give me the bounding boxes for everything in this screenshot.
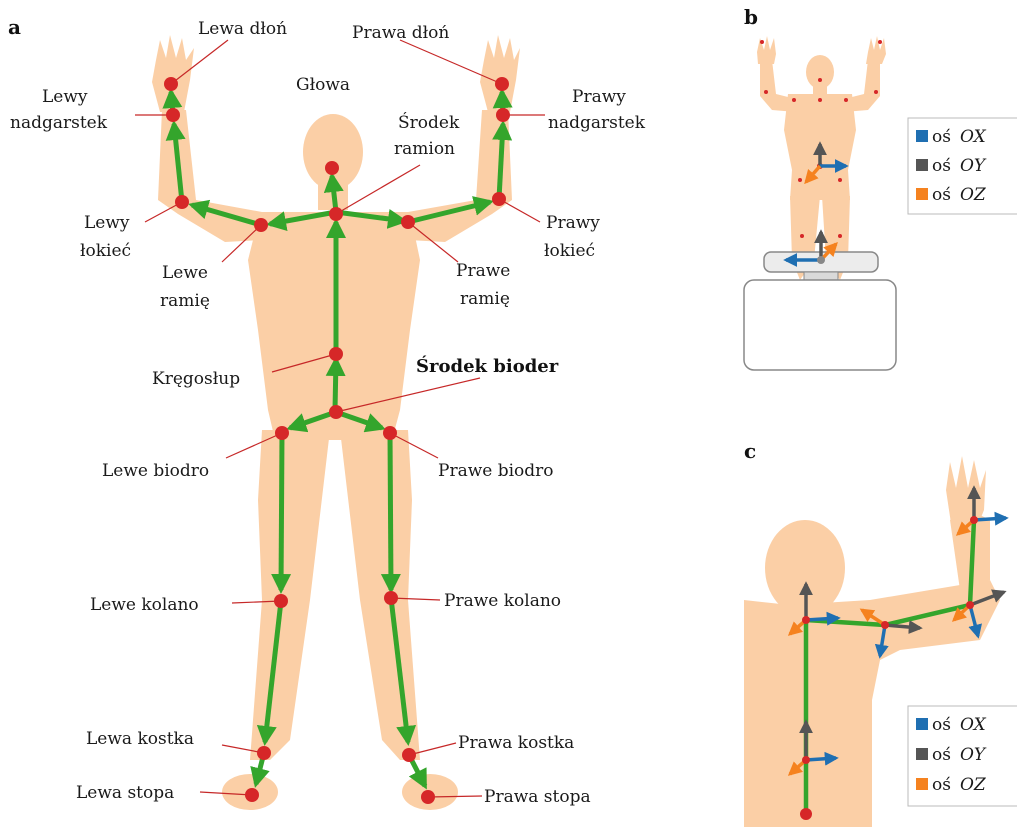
joint-prawe-kolano xyxy=(384,591,398,605)
legend-b-oy-prefix: oś xyxy=(932,156,951,176)
label-lewe-kolano: Lewe kolano xyxy=(90,595,199,615)
panel-c-label: c xyxy=(744,439,756,463)
label-lewa-dlon: Lewa dłoń xyxy=(198,19,287,39)
label-lewy-lokiec-1: Lewy xyxy=(84,213,130,233)
joint-lewy-nadgarstek xyxy=(166,108,180,122)
joint-srodek-ramion xyxy=(329,207,343,221)
joint-lewa-stopa xyxy=(245,788,259,802)
label-lewe-biodro: Lewe biodro xyxy=(102,461,209,481)
legend-b: oś OX oś OY oś OZ xyxy=(908,118,1017,214)
label-lewy-nadgarstek-2: nadgarstek xyxy=(10,113,108,133)
legend-b-ox-prefix: oś xyxy=(932,127,951,147)
legend-c-oy-prefix: oś xyxy=(932,745,951,765)
label-prawe-kolano: Prawe kolano xyxy=(444,591,561,611)
joint-glowa xyxy=(325,161,339,175)
legend-b-oy-swatch xyxy=(916,159,928,171)
label-lewa-kostka: Lewa kostka xyxy=(86,729,194,749)
label-srodek-ramion-1: Środek xyxy=(398,112,460,133)
label-prawe-ramie-2: ramię xyxy=(460,289,510,309)
legend-c-oz-prefix: oś xyxy=(932,775,951,795)
sensor-device-b xyxy=(744,252,896,370)
joint-prawa-dlon xyxy=(495,77,509,91)
label-prawa-dlon: Prawa dłoń xyxy=(352,23,449,43)
label-srodek-ramion-2: ramion xyxy=(394,139,455,159)
legend-b-oy: OY xyxy=(960,156,987,176)
joint-kregoslup xyxy=(329,347,343,361)
label-prawy-lokiec-1: Prawy xyxy=(546,213,600,233)
legend-c-oy: OY xyxy=(960,745,987,765)
label-prawy-nadgarstek-2: nadgarstek xyxy=(548,113,646,133)
legend-c: oś OX oś OY oś OZ xyxy=(908,706,1017,806)
joint-prawy-nadgarstek xyxy=(496,108,510,122)
joint-prawe-ramie xyxy=(401,215,415,229)
legend-c-ox-swatch xyxy=(916,718,928,730)
joint-prawa-stopa xyxy=(421,790,435,804)
joint-prawy-lokiec xyxy=(492,192,506,206)
legend-c-oy-swatch xyxy=(916,748,928,760)
label-prawy-nadgarstek-1: Prawy xyxy=(572,87,626,107)
label-lewe-ramie-2: ramię xyxy=(160,291,210,311)
label-lewy-lokiec-2: łokieć xyxy=(80,241,131,261)
panel-b-label: b xyxy=(744,5,758,29)
body-silhouette-a xyxy=(152,35,520,810)
label-lewa-stopa: Lewa stopa xyxy=(76,783,174,803)
legend-b-oz-swatch xyxy=(916,188,928,200)
joint-lewy-lokiec xyxy=(175,195,189,209)
joint-lewe-biodro xyxy=(275,426,289,440)
label-srodek-bioder: Środek bioder xyxy=(416,354,559,377)
label-prawa-stopa: Prawa stopa xyxy=(484,787,591,807)
label-prawa-kostka: Prawa kostka xyxy=(458,733,574,753)
panel-a-label: a xyxy=(8,15,21,39)
legend-c-oz: OZ xyxy=(960,775,987,795)
label-lewy-nadgarstek-1: Lewy xyxy=(42,87,88,107)
label-prawe-ramie-1: Prawe xyxy=(456,261,510,281)
label-glowa: Głowa xyxy=(296,75,350,95)
legend-b-oz-prefix: oś xyxy=(932,185,951,205)
label-lewe-ramie-1: Lewe xyxy=(162,263,208,283)
joint-prawa-kostka xyxy=(402,748,416,762)
legend-b-ox-swatch xyxy=(916,130,928,142)
joint-prawe-biodro xyxy=(383,426,397,440)
legend-b-oz: OZ xyxy=(960,185,987,205)
joint-srodek-bioder xyxy=(329,405,343,419)
joint-lewe-ramie xyxy=(254,218,268,232)
label-prawy-lokiec-2: łokieć xyxy=(544,241,595,261)
legend-b-ox: OX xyxy=(960,127,987,147)
joint-lewa-dlon xyxy=(164,77,178,91)
legend-c-ox-prefix: oś xyxy=(932,715,951,735)
label-prawe-biodro: Prawe biodro xyxy=(438,461,554,481)
legend-c-ox: OX xyxy=(960,715,987,735)
label-kregoslup: Kręgosłup xyxy=(152,369,240,389)
joint-lewe-kolano xyxy=(274,594,288,608)
legend-c-oz-swatch xyxy=(916,778,928,790)
joint-lewa-kostka xyxy=(257,746,271,760)
